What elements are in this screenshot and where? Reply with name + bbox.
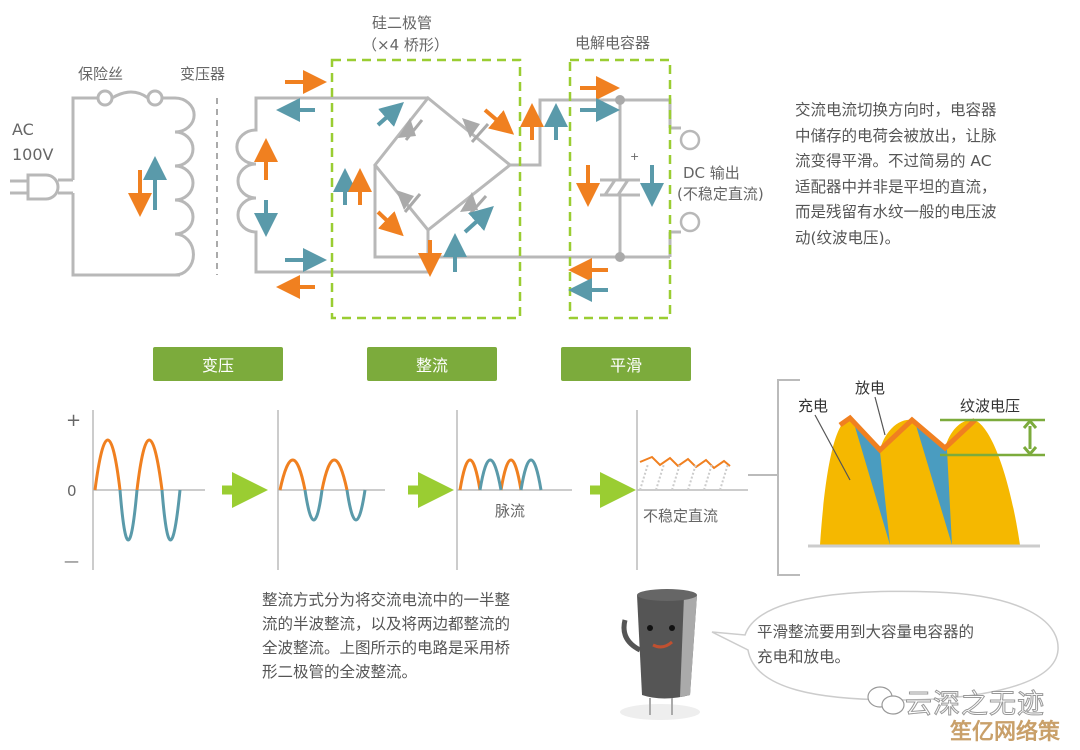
voltage-label: 100V [12, 145, 54, 164]
current-arrows [128, 70, 664, 302]
diode-icons [396, 118, 490, 215]
rectification-note: 整流方式分为将交流电流中的一半整 流的半波整流，以及将两边都整流的 全波整流。上… [262, 588, 510, 684]
capacitor-box [568, 58, 672, 320]
text-line: 全波整流。上图所示的电路是采用桥 [262, 639, 511, 657]
text-line: 适配器中并非是平坦的直流， [795, 177, 997, 196]
charge-label: 充电 [798, 397, 829, 415]
ripple-chart [808, 396, 1045, 548]
axis-plus: + [66, 410, 82, 431]
text-line: 而是残留有水纹一般的电压波 [795, 203, 997, 221]
pulse-waveform [458, 458, 543, 491]
text-line: 平滑整流要用到大容量电容器的 [757, 623, 975, 641]
diode-sublabel: （×4 桥形） [362, 36, 449, 54]
half-wave-waveform [278, 458, 367, 522]
transformer-label: 变压器 [180, 65, 226, 83]
text-line: 整流方式分为将交流电流中的一半整 [262, 591, 511, 609]
stage-transform: 变压 [153, 347, 283, 381]
bubble-text: 平滑整流要用到大容量电容器的 充电和放电。 [757, 620, 974, 670]
watermark-brand: 笙亿网络策划 [950, 720, 1061, 745]
discharge-label: 放电 [855, 379, 886, 397]
ac-waveform [93, 438, 182, 542]
secondary-circuit [235, 95, 701, 274]
diode-bridge-box [330, 58, 522, 320]
stage-smooth: 平滑 [561, 347, 691, 381]
junction-dot [615, 95, 625, 105]
text-line: 中储存的电荷会被放出，让脉 [795, 126, 997, 145]
text-line: 流变得平滑。不过简易的 AC [795, 152, 992, 170]
axis-zero: 0 [67, 482, 77, 500]
watermark-wechat: 云深之无迹 [905, 689, 1045, 721]
ac-label: AC [12, 120, 34, 139]
dc-output-label: DC 输出 [683, 164, 740, 182]
text-line: 充电和放电。 [757, 648, 851, 666]
dc-output-sublabel: (不稳定直流) [677, 185, 764, 203]
wechat-icon [867, 686, 905, 715]
plug-icon [10, 173, 73, 201]
axis-minus: — [64, 552, 79, 570]
text-line: 交流电流切换方向时，电容器 [795, 101, 997, 119]
capacitor-mascot [620, 589, 700, 720]
unstable-dc-label: 不稳定直流 [643, 507, 719, 525]
capacitor-plus: + [630, 150, 640, 163]
speech-bubble [711, 590, 1059, 701]
primary-circuit [71, 89, 196, 277]
zoom-bracket [748, 379, 800, 576]
capacitor-symbol [600, 178, 640, 197]
ripple-voltage-label: 纹波电压 [960, 397, 1021, 415]
fuse-label: 保险丝 [78, 65, 124, 83]
diode-label: 硅二极管 [372, 14, 433, 32]
waveform-axes [92, 410, 748, 570]
text-line: 动(纹波电压)。 [795, 228, 901, 247]
text-line: 流的半波整流，以及将两边都整流的 [262, 615, 511, 633]
explanation-text: 交流电流切换方向时，电容器 中储存的电荷会被放出，让脉 流变得平滑。不过简易的 … [795, 98, 997, 251]
text-line: 形二极管的全波整流。 [262, 663, 418, 681]
capacitor-label: 电解电容器 [575, 34, 651, 52]
unstable-dc-waveform [639, 455, 731, 491]
stage-rectify: 整流 [367, 347, 497, 381]
pulse-label: 脉流 [495, 502, 526, 520]
junction-dot [615, 252, 625, 262]
